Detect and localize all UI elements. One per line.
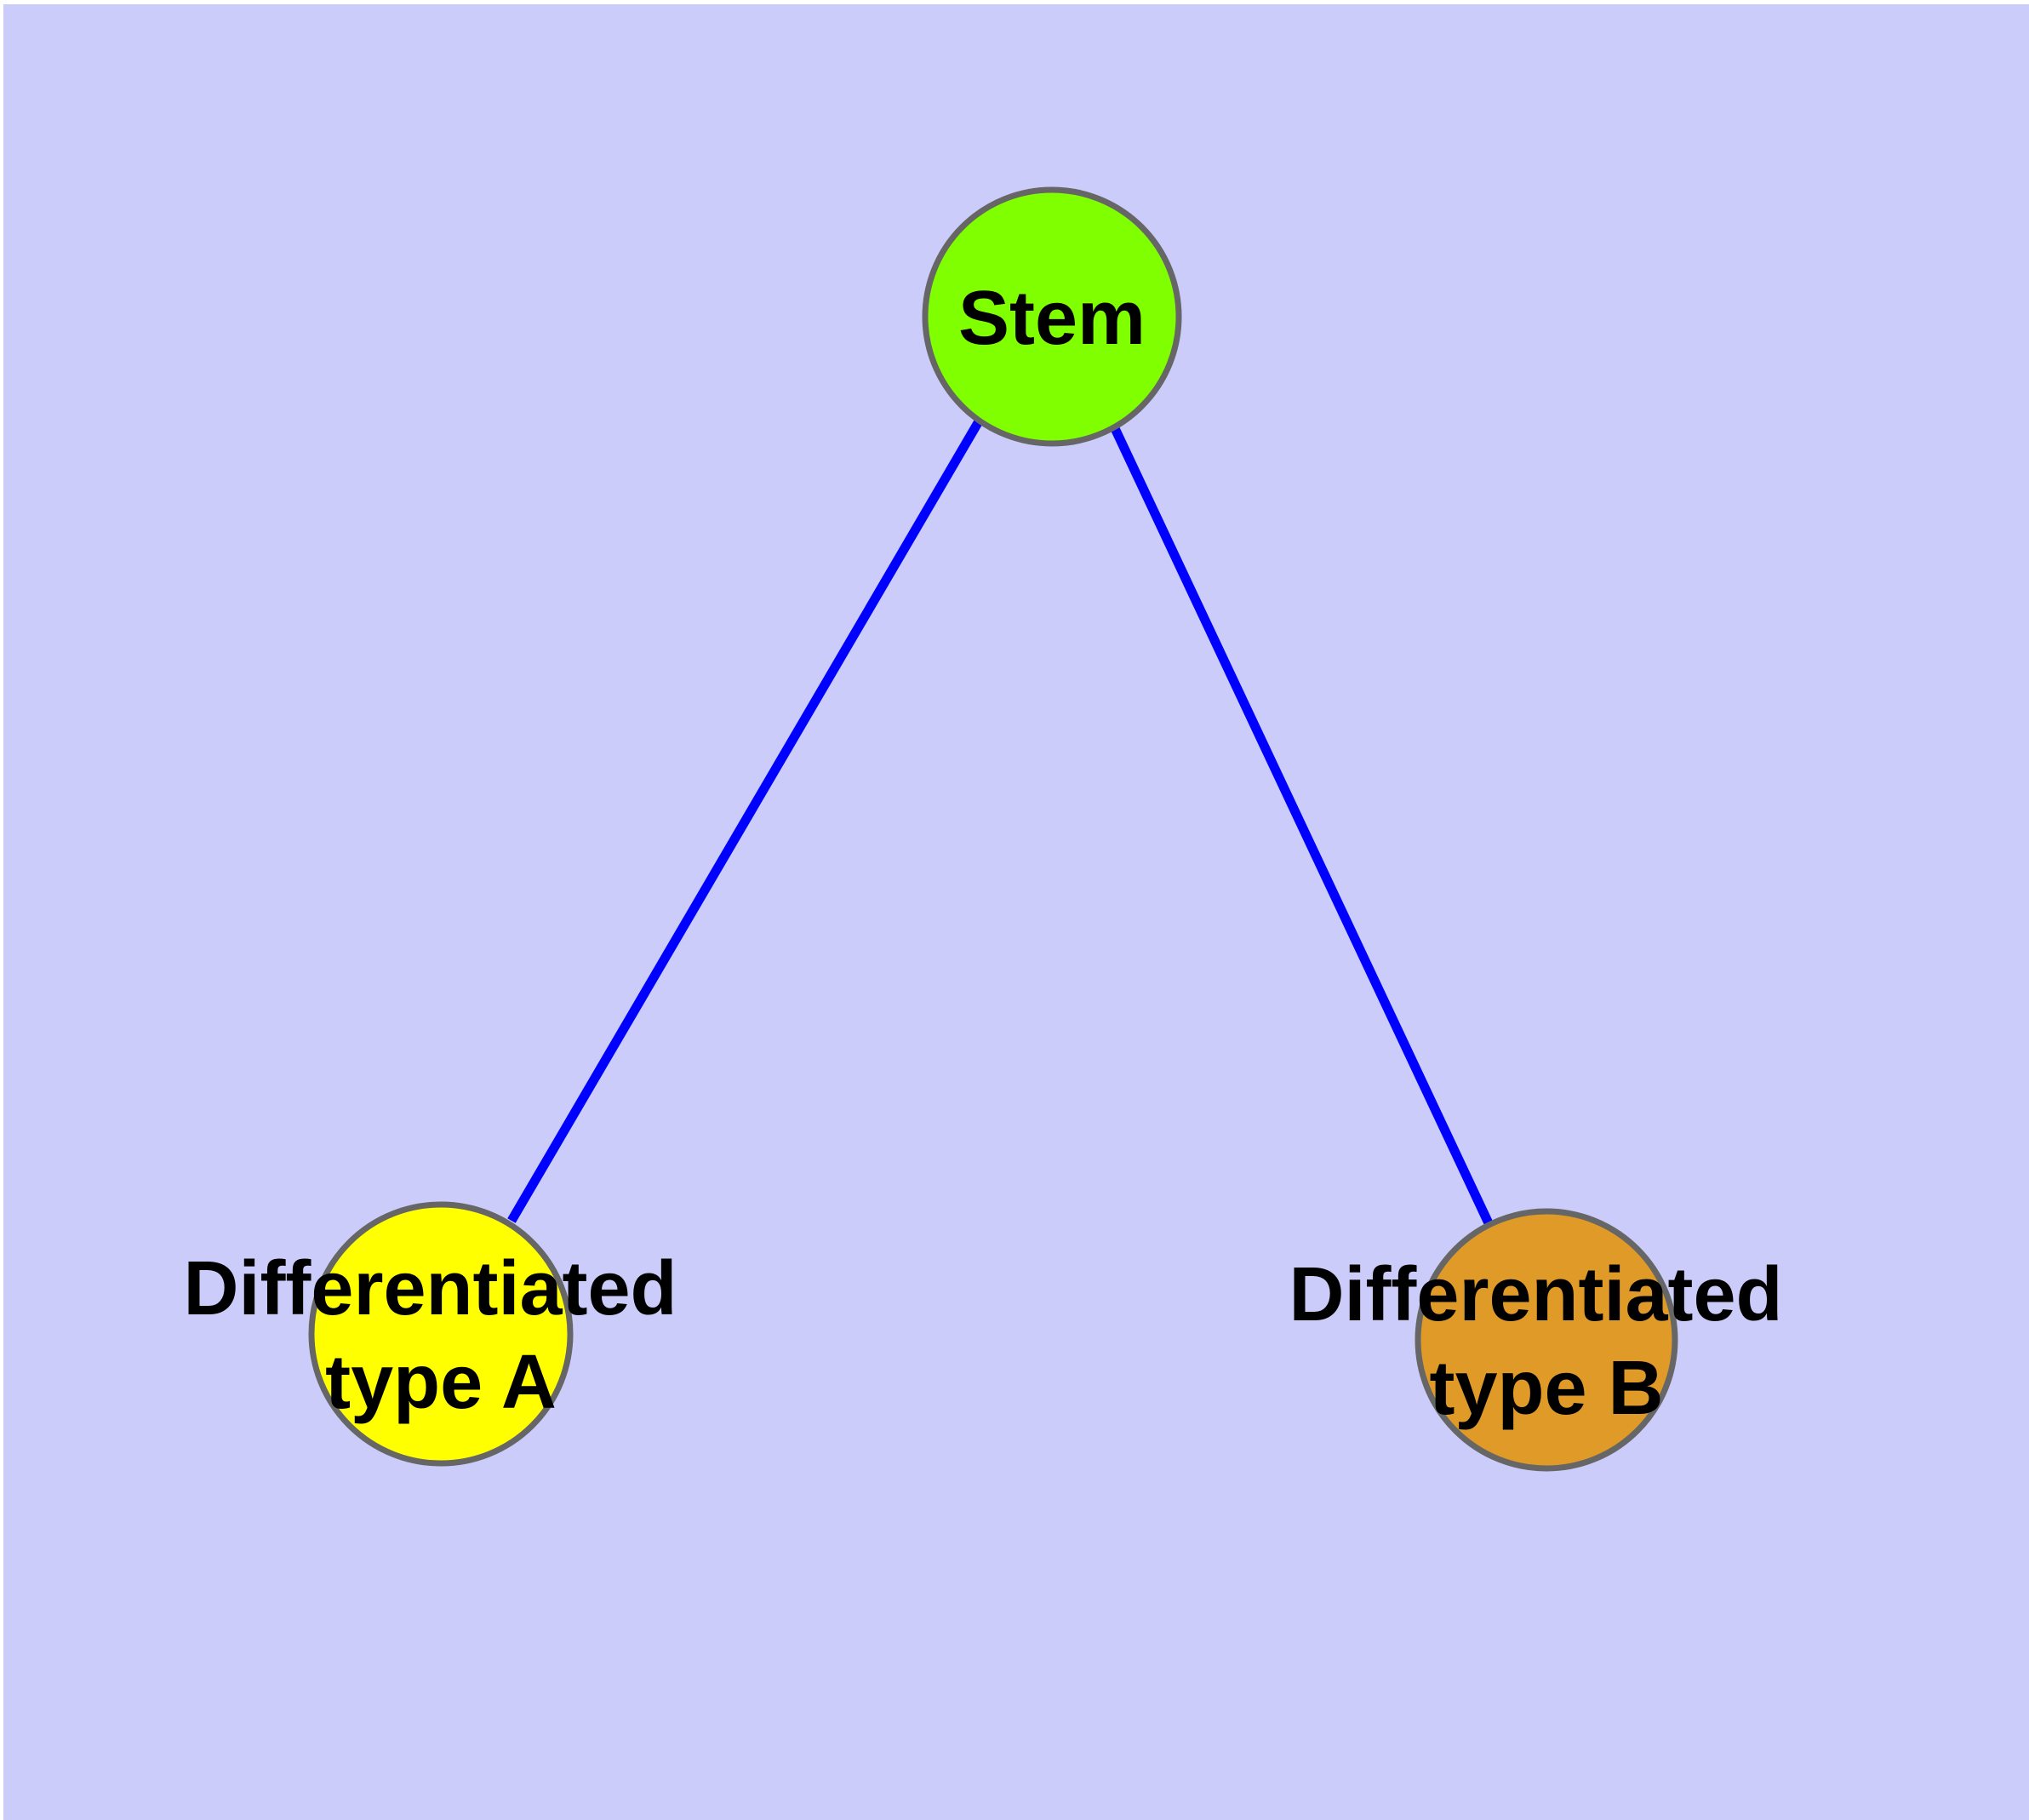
edges-group <box>507 419 1494 1228</box>
edge-stem-to-differentiated-type-b[interactable] <box>1109 422 1494 1228</box>
node-label-differentiated-type-b-line-1: Differentiated <box>1289 1252 1782 1337</box>
node-differentiated-type-b[interactable] <box>1415 1208 1678 1472</box>
node-label-differentiated-type-a-line-2: type A <box>325 1340 557 1425</box>
node-label-stem: Stem <box>958 276 1146 361</box>
nodes-group <box>308 186 1678 1472</box>
node-stem[interactable] <box>922 186 1182 447</box>
node-label-differentiated-type-b-line-2: type B <box>1429 1346 1663 1431</box>
node-label-differentiated-type-b: Differentiated type B <box>1289 1252 1803 1431</box>
node-differentiated-type-a[interactable] <box>308 1201 574 1467</box>
node-label-stem-line-1: Stem <box>958 276 1146 361</box>
labels-group: Stem Differentiated type A Differentiate… <box>183 276 1803 1431</box>
node-label-differentiated-type-a: Differentiated type A <box>183 1246 698 1425</box>
edge-stem-to-differentiated-type-a[interactable] <box>507 419 983 1223</box>
node-label-differentiated-type-a-line-1: Differentiated <box>183 1246 677 1331</box>
